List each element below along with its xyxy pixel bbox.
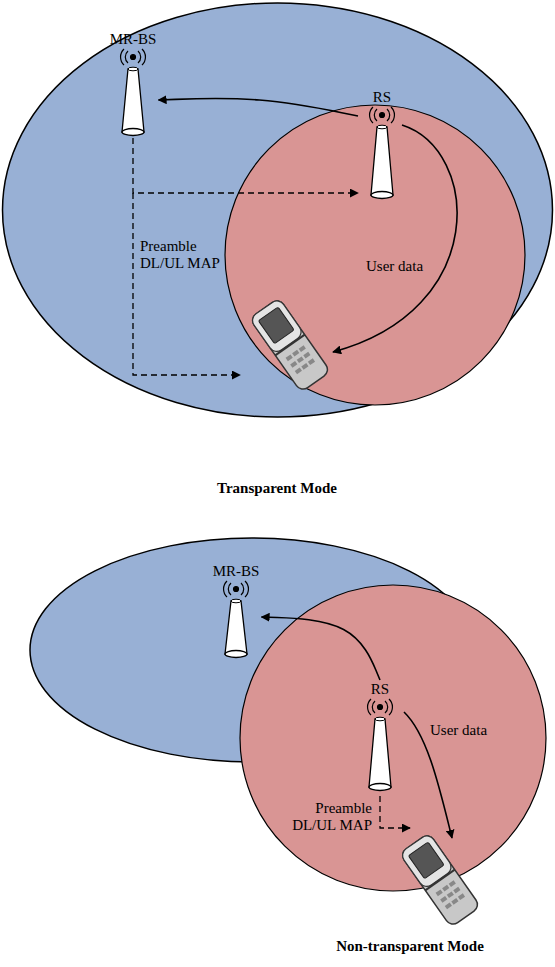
signal-label: Preamble DL/UL MAP (292, 800, 372, 834)
bs-coverage (3, 3, 553, 417)
antenna-tower (214, 580, 258, 660)
control-signal-line (380, 796, 410, 828)
relay-link (262, 617, 381, 680)
antenna-tower (358, 698, 402, 793)
relay-link (159, 98, 359, 116)
mode-caption: Transparent Mode (127, 480, 427, 497)
user-data-link (333, 125, 457, 352)
station-node: RS (358, 88, 406, 201)
station-label: MR-BS (211, 562, 262, 580)
control-signal-line (133, 193, 240, 375)
rs-coverage (240, 585, 546, 891)
antenna-tower (111, 48, 155, 138)
antenna-tower (360, 106, 404, 201)
station-node: MR-BS (108, 30, 159, 138)
mobile-phone (249, 298, 330, 392)
mobile-phone (399, 833, 480, 927)
station-node: RS (356, 680, 404, 793)
mode-caption: Non-transparent Mode (260, 938, 555, 955)
station-label: MR-BS (108, 30, 159, 48)
signal-label: User data (366, 258, 446, 275)
control-signal-line (133, 138, 358, 193)
signal-label: Preamble DL/UL MAP (140, 238, 220, 272)
rs-coverage (225, 105, 525, 405)
station-label: RS (358, 88, 406, 106)
station-label: RS (356, 680, 404, 698)
station-node: MR-BS (211, 562, 262, 660)
signal-label: User data (430, 722, 510, 739)
